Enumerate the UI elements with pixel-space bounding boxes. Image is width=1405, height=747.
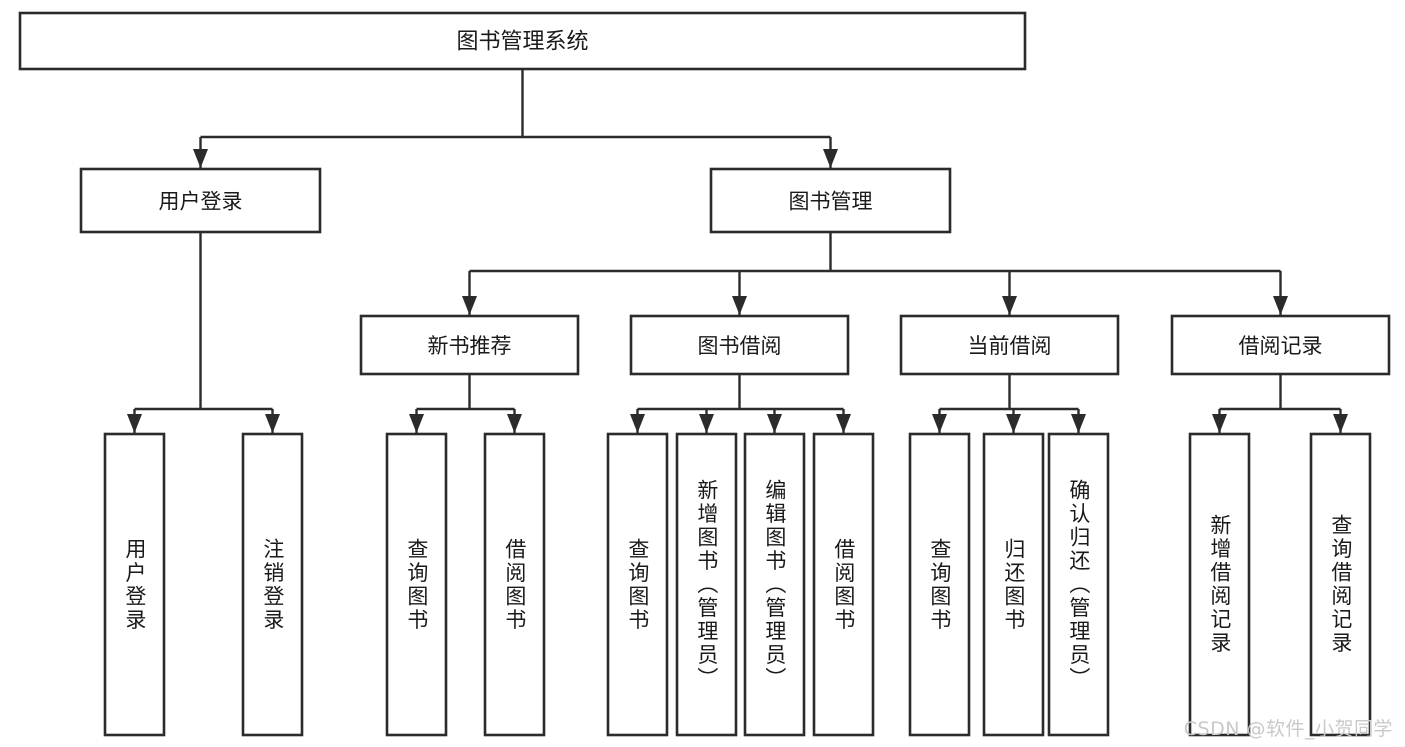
node-查询借阅记录-leaf-12[interactable]	[1309, 432, 1372, 737]
arrow-head-icon	[699, 414, 714, 433]
node-查询图书-leaf-2[interactable]	[385, 432, 448, 737]
l3-label-2: 当前借阅	[968, 334, 1052, 358]
arrow-head-icon	[1212, 414, 1227, 433]
arrow-head-icon	[265, 414, 280, 433]
arrow-head-icon	[823, 149, 838, 168]
arrow-head-icon	[1071, 414, 1086, 433]
arrow-head-icon	[409, 414, 424, 433]
arrow-head-icon	[767, 414, 782, 433]
arrow-head-icon	[732, 296, 747, 315]
arrow-head-icon	[1273, 296, 1288, 315]
node-编辑图书管理员-leaf-6[interactable]	[743, 432, 806, 737]
node-查询图书-leaf-8[interactable]	[908, 432, 971, 737]
node-注销登录-leaf-1[interactable]	[241, 432, 304, 737]
node-用户登录-l2[interactable]	[79, 167, 322, 234]
node-图书管理-l2[interactable]	[709, 167, 952, 234]
node-新书推荐-l3[interactable]	[359, 314, 580, 376]
csdn-watermark: CSDN @软件_小贺同学	[1183, 718, 1393, 740]
arrow-head-icon	[1333, 414, 1348, 433]
arrow-head-icon	[127, 414, 142, 433]
boxes-layer	[18, 11, 1391, 737]
node-图书借阅-l3[interactable]	[629, 314, 850, 376]
root-label: 图书管理系统	[456, 30, 588, 55]
node-查询图书-leaf-4[interactable]	[606, 432, 669, 737]
node-借阅图书-leaf-7[interactable]	[812, 432, 875, 737]
arrow-head-icon	[193, 149, 208, 168]
l3-label-3: 借阅记录	[1239, 334, 1323, 358]
node-用户登录-leaf-0[interactable]	[103, 432, 166, 737]
arrow-head-icon	[836, 414, 851, 433]
node-确认归还管理员-leaf-10[interactable]	[1047, 432, 1110, 737]
node-当前借阅-l3[interactable]	[899, 314, 1120, 376]
node-新增借阅记录-leaf-11[interactable]	[1188, 432, 1251, 737]
l3-label-1: 图书借阅	[698, 334, 782, 358]
arrow-head-icon	[462, 296, 477, 315]
arrow-head-icon	[507, 414, 522, 433]
arrow-head-icon	[1002, 296, 1017, 315]
node-新增图书管理员-leaf-5[interactable]	[675, 432, 738, 737]
arrow-head-icon	[932, 414, 947, 433]
node-借阅记录-l3[interactable]	[1170, 314, 1391, 376]
node-图书管理系统[interactable]	[18, 11, 1027, 71]
arrow-head-icon	[1006, 414, 1021, 433]
l2-label-0: 用户登录	[159, 190, 243, 214]
node-归还图书-leaf-9[interactable]	[982, 432, 1045, 737]
l2-label-1: 图书管理	[789, 190, 873, 214]
connectors-layer	[127, 69, 1348, 433]
arrow-head-icon	[630, 414, 645, 433]
l3-label-0: 新书推荐	[428, 334, 512, 358]
node-借阅图书-leaf-3[interactable]	[483, 432, 546, 737]
